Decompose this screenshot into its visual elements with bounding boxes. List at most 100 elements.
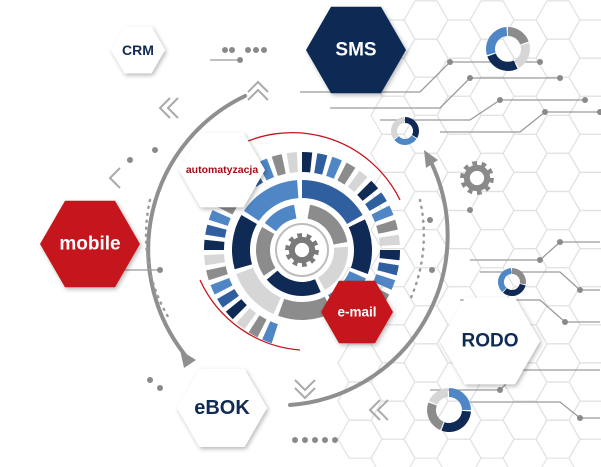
dial-segment [278, 296, 333, 320]
circuit-node [429, 267, 435, 273]
circuit-node [597, 109, 601, 115]
background-hexagon [469, 419, 515, 459]
background-hexagon [535, 0, 581, 40]
background-hexagon [403, 381, 449, 421]
circuit-node [562, 319, 568, 325]
circuit-node [557, 239, 563, 245]
dial-segment [302, 152, 313, 173]
circuit-node [582, 97, 588, 103]
circuit-node [537, 257, 543, 263]
dial-segment [286, 152, 298, 173]
background-hexagon [535, 267, 581, 307]
arc-arrowhead-bottom-left [180, 350, 196, 368]
circuit-node [152, 147, 158, 153]
dial-segment [208, 210, 231, 226]
circuit-node [245, 47, 251, 53]
hex-node-automation: automatyzacja [179, 132, 265, 208]
circuit-node [147, 377, 153, 383]
outer-arc [146, 94, 450, 407]
dial-segment [302, 180, 363, 224]
circuit-node [237, 57, 243, 63]
background-hexagon [568, 400, 601, 440]
circuit-node [312, 437, 318, 443]
circuit-node [577, 415, 583, 421]
background-hexagon [535, 38, 581, 78]
circuit-node [157, 385, 163, 391]
background-hexagon [568, 438, 601, 467]
circuit-node [497, 387, 503, 393]
dial-segment [365, 192, 387, 211]
background-hexagon [502, 133, 548, 173]
mobile-label: mobile [59, 234, 120, 255]
background-hexagon [535, 229, 581, 269]
dial-segment [326, 156, 342, 179]
dial-segment [257, 158, 275, 181]
background-hexagon [535, 152, 581, 193]
background-hexagon [568, 324, 601, 364]
dial-segment [236, 307, 257, 330]
circuit-node [467, 207, 473, 213]
circuit-node [322, 437, 328, 443]
circuit-node [229, 47, 235, 53]
circuit-node [222, 47, 228, 53]
gear-icon [285, 233, 319, 267]
dial-segment [377, 262, 399, 276]
dial-segment [264, 204, 297, 232]
hex-node-ebok: eBOK [177, 369, 267, 447]
background-hexagon [469, 0, 515, 40]
dotted-arcs [144, 198, 426, 322]
background-hexagon [370, 400, 416, 440]
sms-label: SMS [335, 40, 376, 61]
circuit-node [332, 437, 338, 443]
dial-segment [379, 234, 400, 246]
circuit-node [261, 47, 267, 53]
background-hexagon [535, 114, 581, 154]
circuit-node [292, 437, 298, 443]
circuit-node [127, 157, 133, 163]
background-hexagon [403, 229, 449, 269]
circuit-node [253, 47, 259, 53]
background-hexagon [469, 76, 515, 116]
rodo-label: RODO [462, 331, 519, 352]
background-hexagon [370, 362, 416, 402]
background-hexagon [568, 286, 601, 326]
background-hexagon [403, 0, 449, 40]
hex-node-crm: CRM [111, 26, 165, 74]
donut-icon-bottom [427, 388, 471, 433]
background-hexagon [370, 438, 416, 467]
background-hexagon [403, 76, 449, 116]
background-hexagon [535, 381, 581, 421]
dial-segment [206, 266, 228, 281]
background-hexagon [535, 190, 581, 231]
dial-segment [205, 224, 227, 238]
donut-icon-mid [391, 117, 420, 146]
background-hexagon [568, 209, 601, 250]
circuit-node [447, 59, 453, 65]
email-label: e-mail [337, 305, 376, 320]
background-hexagon [535, 343, 581, 383]
background-hexagon [469, 190, 515, 231]
dial-segment [348, 219, 372, 274]
background-hexagon [568, 19, 601, 59]
dial-segment [314, 153, 328, 175]
hex-node-sms: SMS [306, 6, 406, 94]
circuit-node [537, 59, 543, 65]
circuit-node [467, 75, 473, 81]
background-hexagon [568, 171, 601, 212]
dial-segment [371, 205, 394, 223]
background-hexagon [535, 305, 581, 345]
background-hexagon [403, 305, 449, 345]
crm-label: CRM [122, 42, 154, 58]
dial-segment [256, 227, 276, 276]
dial-segment [379, 250, 400, 261]
background-hexagon [502, 438, 548, 467]
dial-segment [271, 154, 286, 176]
donut-icon-right [498, 268, 526, 296]
background-hexagon [568, 95, 601, 135]
background-hexagon [502, 209, 548, 250]
background-hexagon [469, 114, 515, 154]
dial-segment [248, 315, 267, 338]
ebok-label: eBOK [194, 397, 250, 419]
circuit-node [497, 97, 503, 103]
